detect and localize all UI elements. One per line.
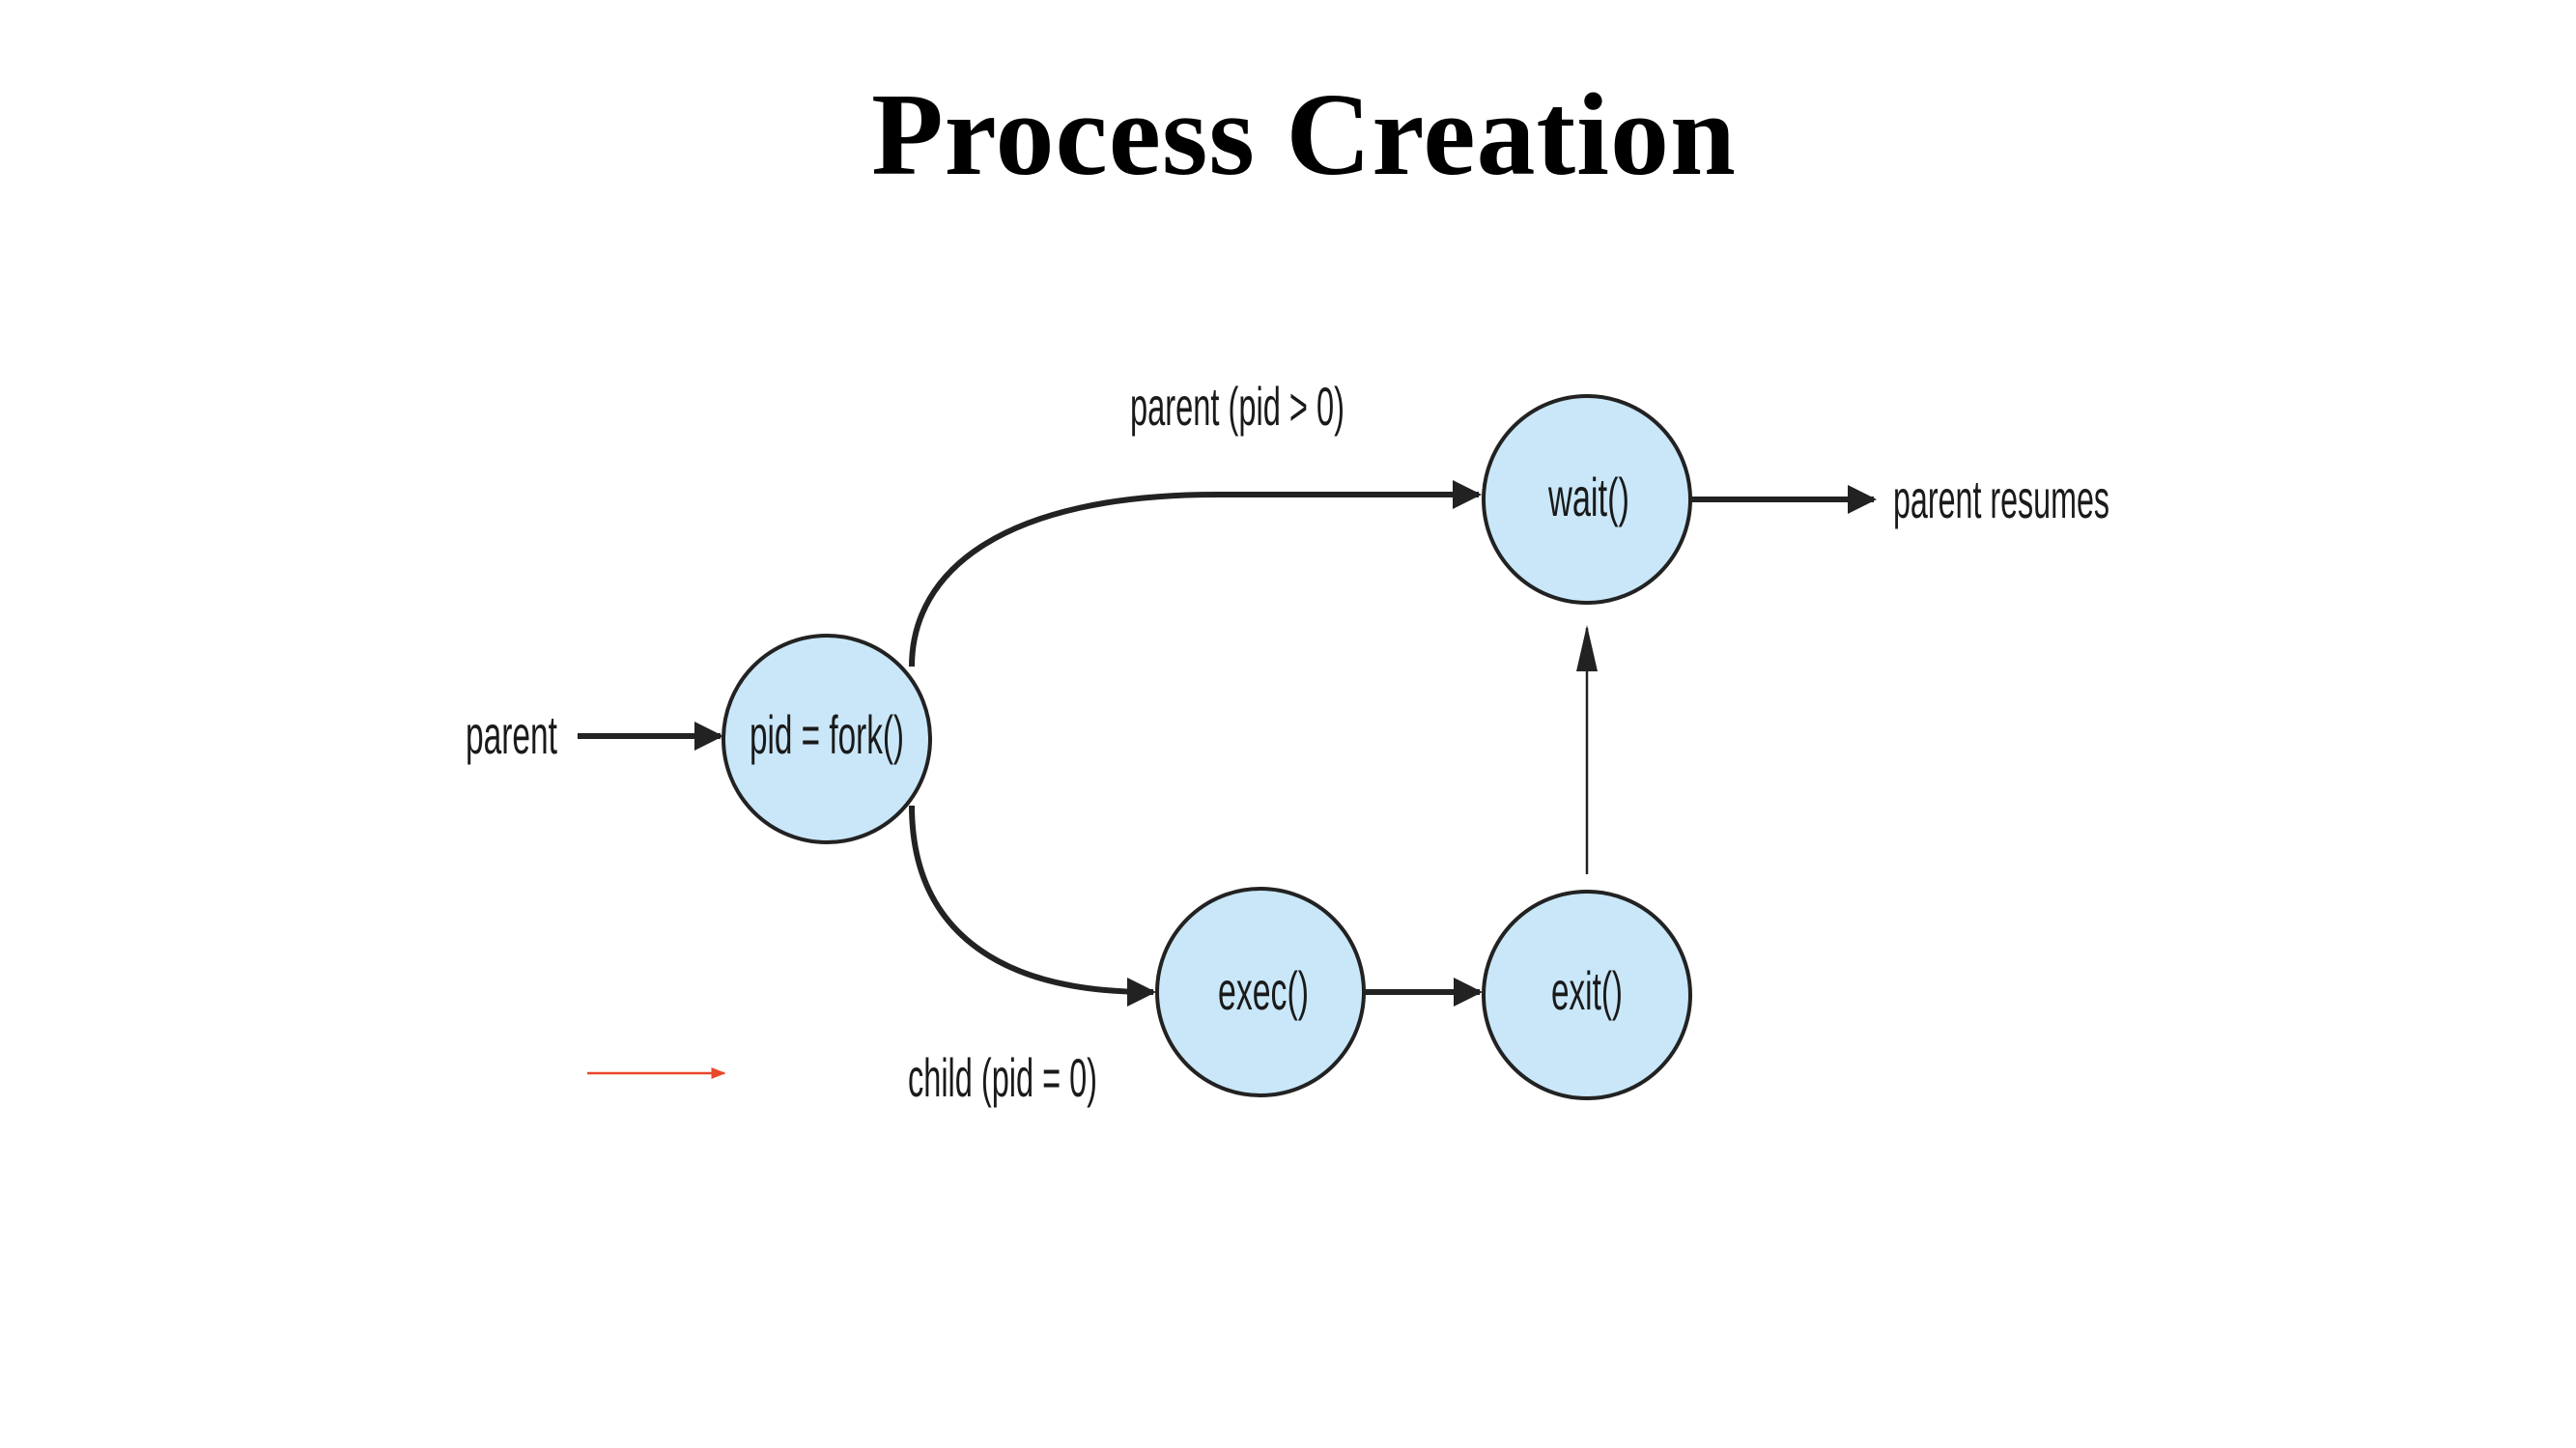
fork-to-exec-arrow [909,805,1156,1007]
slide-title: Process Creation [871,70,1737,200]
exit-node [1482,890,1692,1100]
exit-to-wait-arrowhead [1576,625,1598,671]
fork-to-wait-arrow [909,480,1482,667]
fork-node [722,634,932,844]
parent-resumes-label: parent resumes [1893,468,2109,529]
exec-node-label: exec() [1218,960,1309,1021]
wait-node [1482,394,1692,605]
parent-branch-label: parent (pid > 0) [1130,376,1345,437]
wait-node-label: wait() [1547,467,1629,527]
child-branch-label: child (pid = 0) [908,1047,1097,1108]
parent-input-label: parent [466,704,557,765]
fork-node-label: pid = fork() [750,704,904,765]
exec-node [1155,887,1366,1097]
exit-node-label: exit() [1551,960,1623,1021]
